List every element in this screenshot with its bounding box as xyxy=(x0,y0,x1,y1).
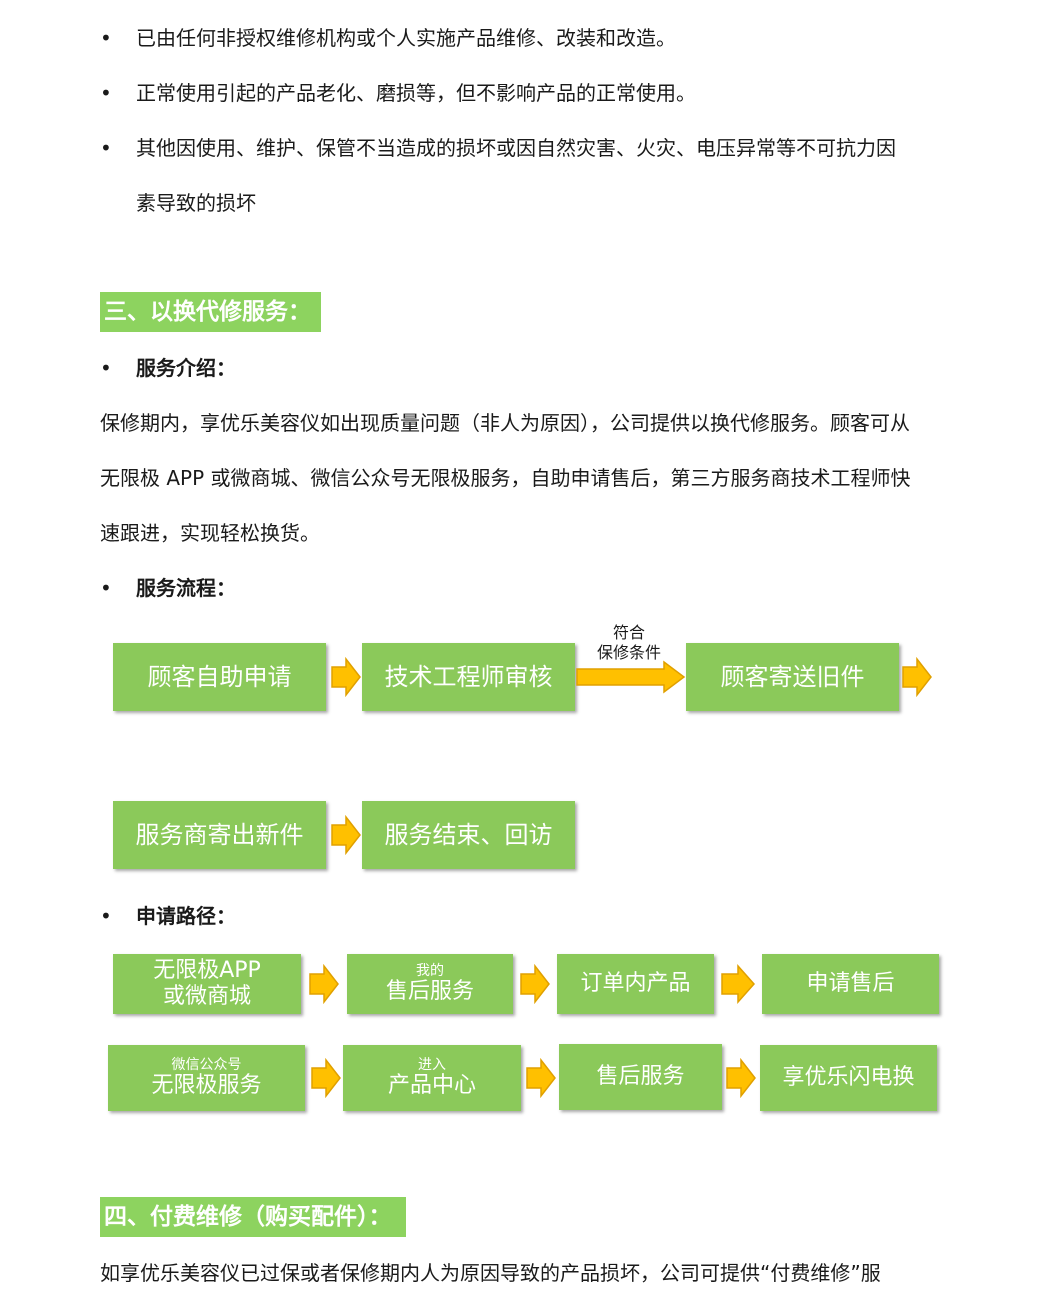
path-step-main: 享优乐闪电换 xyxy=(782,1065,915,1090)
section4-paragraph-line: 如享优乐美容仪已过保或者保修期内人为原因导致的产品损坏，公司可提供“付费维修”服 xyxy=(100,1261,881,1285)
path-step-small: 微信公众号 xyxy=(171,1057,242,1073)
path-step-main: 产品中心 xyxy=(387,1073,476,1098)
path-step-my-after-sales: 我的 售后服务 xyxy=(347,954,513,1014)
path-step-line: 或微商城 xyxy=(162,984,251,1009)
bullet-dot: • xyxy=(100,81,112,105)
flow-step-engineer-review: 技术工程师审核 xyxy=(362,643,575,711)
bullet-text: 其他因使用、维护、保管不当造成的损坏或因自然灾害、火灾、电压异常等不可抗力因 xyxy=(136,136,896,160)
path-step-app-mall: 无限极APP 或微商城 xyxy=(113,954,301,1014)
path-step-small: 我的 xyxy=(416,963,444,979)
path-step-main: 售后服务 xyxy=(596,1064,685,1089)
intro-line: 无限极 APP 或微商城、微信公众号无限极服务，自助申请售后，第三方服务商技术工… xyxy=(100,466,911,490)
path-arrow-icon xyxy=(726,1058,756,1098)
bullet-text-continued: 素导致的损坏 xyxy=(136,191,256,215)
flow-step-label: 顾客寄送旧件 xyxy=(720,663,865,691)
flow-arrow-icon xyxy=(331,815,361,855)
path-arrow-icon xyxy=(721,964,755,1004)
bullet-dot: • xyxy=(100,136,112,160)
flow-heading: 服务流程： xyxy=(136,576,236,600)
flow-step-label: 服务商寄出新件 xyxy=(135,821,304,849)
section-title-4: 四、付费维修（购买配件）： xyxy=(100,1197,406,1237)
intro-line: 速跟进，实现轻松换货。 xyxy=(100,521,320,545)
path-step-apply-after-sales: 申请售后 xyxy=(762,954,939,1014)
path-step-main: 订单内产品 xyxy=(580,971,691,996)
flow-long-arrow-icon xyxy=(576,660,686,694)
flow-condition-label: 符合 保修条件 xyxy=(586,623,672,663)
bullet-dot: • xyxy=(100,904,112,928)
bullet-dot: • xyxy=(100,26,112,50)
path-step-main: 申请售后 xyxy=(806,971,895,996)
path-heading: 申请路径： xyxy=(136,904,236,928)
path-arrow-icon xyxy=(520,964,550,1004)
path-step-main: 无限极服务 xyxy=(151,1073,262,1098)
flow-arrow-icon xyxy=(331,657,361,697)
path-step-main: 售后服务 xyxy=(385,979,474,1004)
path-step-wechat-service: 微信公众号 无限极服务 xyxy=(108,1045,305,1111)
path-arrow-icon xyxy=(309,964,339,1004)
path-step-after-sales-service: 售后服务 xyxy=(559,1044,722,1110)
flow-step-customer-send-old: 顾客寄送旧件 xyxy=(686,643,899,711)
condition-line: 符合 xyxy=(612,623,645,642)
flow-step-label: 服务结束、回访 xyxy=(384,821,553,849)
path-arrow-icon xyxy=(311,1058,341,1098)
path-step-order-product: 订单内产品 xyxy=(557,954,714,1014)
intro-line: 保修期内，享优乐美容仪如出现质量问题（非人为原因），公司提供以换代修服务。顾客可… xyxy=(100,411,910,435)
flow-step-label: 技术工程师审核 xyxy=(384,663,553,691)
flow-step-end-followup: 服务结束、回访 xyxy=(362,801,575,869)
flow-step-label: 顾客自助申请 xyxy=(147,663,292,691)
section-title-3: 三、以换代修服务： xyxy=(100,292,321,332)
flow-arrow-icon xyxy=(902,657,932,697)
flow-step-send-new: 服务商寄出新件 xyxy=(113,801,326,869)
path-step-product-center: 进入 产品中心 xyxy=(343,1045,521,1111)
path-step-flash-exchange: 享优乐闪电换 xyxy=(760,1045,937,1111)
bullet-text: 已由任何非授权维修机构或个人实施产品维修、改装和改造。 xyxy=(136,26,676,50)
intro-heading: 服务介绍： xyxy=(136,356,236,380)
path-step-line: 无限极APP xyxy=(153,958,261,983)
bullet-text: 正常使用引起的产品老化、磨损等，但不影响产品的正常使用。 xyxy=(136,81,696,105)
path-step-small: 进入 xyxy=(418,1057,446,1073)
path-arrow-icon xyxy=(526,1058,556,1098)
bullet-dot: • xyxy=(100,576,112,600)
condition-line: 保修条件 xyxy=(596,643,661,662)
flow-step-customer-apply: 顾客自助申请 xyxy=(113,643,326,711)
bullet-dot: • xyxy=(100,356,112,380)
